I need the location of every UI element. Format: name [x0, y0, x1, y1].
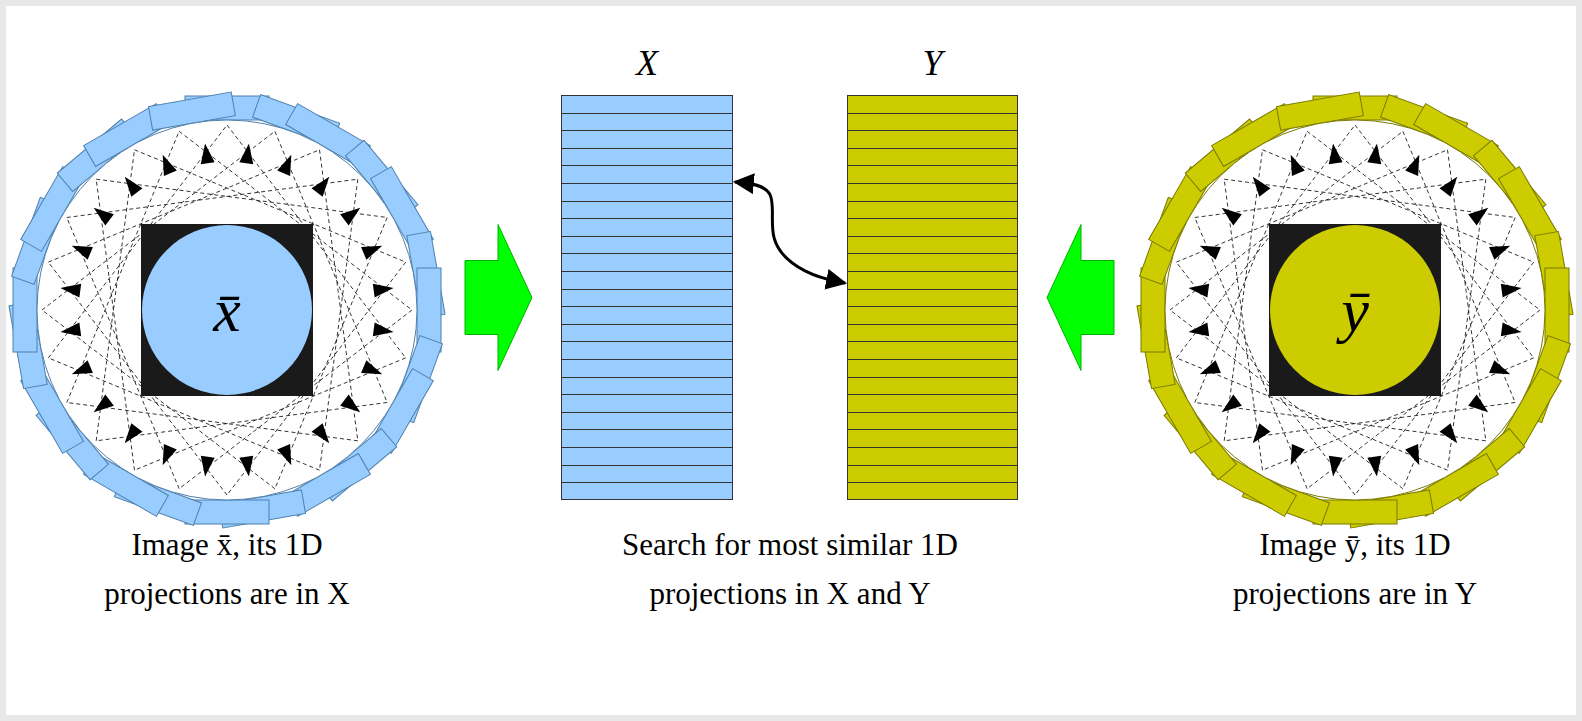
direction-triangle: [60, 281, 82, 297]
projection-ray: [96, 179, 387, 217]
caption: Image ȳ, its 1D projections are in Y: [1200, 520, 1510, 618]
direction-triangle: [1284, 152, 1305, 176]
direction-triangle: [1247, 172, 1270, 196]
direction-triangle: [1284, 444, 1305, 468]
caption: Image x̄, its 1D projections are in X: [72, 520, 382, 618]
projection-ray: [67, 403, 358, 441]
image-frame: [1269, 224, 1441, 396]
image-circle: ȳ: [1270, 225, 1440, 395]
projection-ray: [1224, 179, 1262, 470]
match-arrow: [735, 182, 845, 283]
projection-ray: [1195, 179, 1486, 217]
stack-heading: X: [562, 44, 732, 84]
direction-triangle: [340, 395, 364, 418]
direction-triangle: [1489, 239, 1513, 260]
inner-disc: [37, 120, 417, 500]
direction-triangle: [1367, 143, 1383, 165]
direction-triangle: [1489, 360, 1513, 381]
direction-triangle: [156, 152, 177, 176]
direction-triangle: [239, 143, 255, 165]
direction-triangle: [1326, 143, 1342, 165]
direction-triangle: [198, 456, 214, 478]
direction-triangle: [198, 143, 214, 165]
projection-ray: [67, 179, 358, 217]
direction-triangle: [340, 202, 364, 225]
projection-ray: [1224, 403, 1515, 441]
direction-triangle: [1501, 281, 1523, 297]
direction-triangle: [1501, 322, 1523, 338]
projection-ray: [96, 179, 134, 470]
direction-triangle: [277, 444, 298, 468]
direction-triangle: [373, 322, 395, 338]
direction-triangle: [239, 456, 255, 478]
direction-triangle: [1468, 202, 1492, 225]
image-symbol: ȳ: [1341, 276, 1369, 344]
projection-ray: [320, 150, 358, 441]
direction-triangle: [156, 444, 177, 468]
projection-ring: [1137, 92, 1573, 528]
direction-triangle: [119, 172, 142, 196]
image-frame: [141, 224, 313, 396]
projection-ring: [9, 92, 445, 528]
direction-triangle: [1440, 172, 1463, 196]
inner-disc: [1165, 120, 1545, 500]
direction-triangle: [89, 395, 113, 418]
direction-triangle: [1326, 456, 1342, 478]
direction-triangle: [119, 423, 142, 447]
flow-arrow: [1047, 225, 1114, 371]
caption: Search for most similar 1D projections i…: [585, 520, 995, 618]
projection-ray: [320, 179, 358, 470]
direction-triangle: [1247, 423, 1270, 447]
direction-triangle: [60, 322, 82, 338]
direction-triangle: [69, 360, 93, 381]
image-symbol: x̄: [213, 276, 241, 344]
direction-triangle: [312, 172, 335, 196]
direction-triangle: [361, 360, 385, 381]
direction-triangle: [1188, 322, 1210, 338]
flow-arrow: [465, 225, 532, 371]
projection-ray: [1448, 150, 1486, 441]
direction-triangle: [1405, 152, 1426, 176]
direction-triangle: [69, 239, 93, 260]
projection-ray: [1224, 179, 1515, 217]
image-circle: x̄: [142, 225, 312, 395]
projection-stack: X: [561, 95, 733, 500]
direction-triangle: [1197, 239, 1221, 260]
projection-stack: Y: [847, 95, 1018, 500]
projection-ray: [96, 150, 134, 441]
projection-ray: [96, 403, 387, 441]
direction-triangle: [1197, 360, 1221, 381]
direction-triangle: [1217, 395, 1241, 418]
projection-ray: [1448, 179, 1486, 470]
direction-triangle: [1217, 202, 1241, 225]
projection-ray: [1224, 150, 1262, 441]
stack-heading: Y: [848, 44, 1017, 84]
direction-triangle: [1468, 395, 1492, 418]
direction-triangle: [89, 202, 113, 225]
direction-triangle: [1440, 423, 1463, 447]
projection-ray: [1195, 403, 1486, 441]
direction-triangle: [361, 239, 385, 260]
direction-triangle: [1188, 281, 1210, 297]
direction-triangle: [373, 281, 395, 297]
direction-triangle: [1367, 456, 1383, 478]
direction-triangle: [1405, 444, 1426, 468]
direction-triangle: [277, 152, 298, 176]
direction-triangle: [312, 423, 335, 447]
